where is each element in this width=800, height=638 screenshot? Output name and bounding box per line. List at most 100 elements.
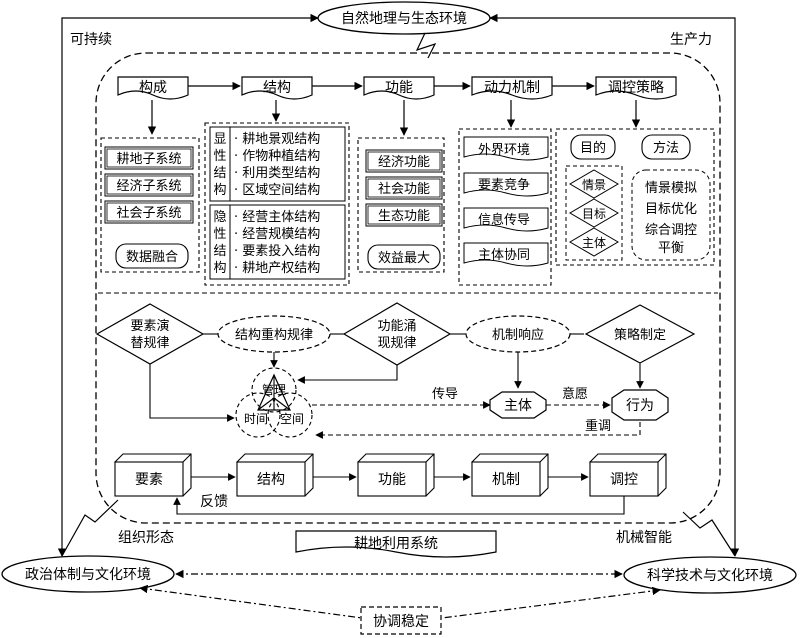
svg-text:生态功能: 生态功能	[378, 209, 430, 224]
svg-text:目标: 目标	[582, 207, 606, 221]
header-dynamics: 动力机制	[471, 76, 553, 100]
flow-box: 结构	[236, 453, 314, 497]
system-title: 耕地利用系统	[354, 535, 438, 552]
svg-text:构成: 构成	[139, 80, 167, 96]
svg-text:结构重构规律: 结构重构规律	[235, 327, 313, 343]
svg-text:性: 性	[213, 149, 226, 164]
dynamics-item: 要素竞争	[463, 172, 549, 197]
venn-time: 时间	[244, 412, 268, 426]
flow-row: 要素 结构功能 机制 调控	[114, 453, 667, 515]
svg-text:· 利用类型结构: · 利用类型结构	[234, 166, 320, 181]
system-title-banner: 耕地利用系统	[295, 530, 497, 558]
political-environment: 政治体制与文化环境	[1, 555, 175, 593]
dynamics-panel: 外界环境 要素竞争 信息传导 主体协同	[458, 128, 552, 286]
flow-box: 功能	[357, 453, 435, 497]
function-item: 生态功能	[365, 203, 443, 227]
svg-text:· 要素投入结构: · 要素投入结构	[234, 243, 320, 259]
venn-diagram	[235, 367, 313, 438]
implicit-structure-label: 隐 性 结 构	[213, 210, 226, 276]
natural-environment: 自然地理与生态环境	[317, 1, 491, 35]
header-structure: 结构	[241, 76, 313, 100]
function-panel: 经济功能 社会功能 生态功能 效益最大	[357, 137, 445, 273]
function-item: 社会功能	[365, 176, 443, 200]
svg-text:现规律: 现规律	[377, 336, 416, 351]
actor-subject: 主体	[489, 391, 547, 419]
svg-text:调控策略: 调控策略	[608, 79, 664, 96]
svg-text:构: 构	[213, 261, 226, 276]
header-arrows	[147, 81, 641, 136]
flow-box-label: 要素	[135, 472, 163, 488]
svg-text:数据融合: 数据融合	[126, 250, 178, 265]
svg-text:· 经营主体结构: · 经营主体结构	[234, 210, 320, 225]
header-regulation: 调控策略	[595, 76, 677, 100]
actor-behavior: 行为	[611, 389, 669, 421]
land-use-system-boundary	[95, 52, 721, 524]
svg-text:行为: 行为	[626, 398, 654, 414]
regulation-panel: 目的 方法 情景 目标 主体 情景模拟 目标优化 综合调控 平衡	[555, 128, 715, 266]
coordination-label: 协调稳定	[373, 614, 429, 630]
svg-text:情景模拟: 情景模拟	[645, 181, 697, 196]
composition-item: 耕地子系统	[104, 146, 194, 170]
flow-box: 要素	[114, 453, 192, 497]
composition-item: 社会子系统	[104, 200, 194, 224]
svg-text:构: 构	[213, 183, 226, 198]
composition-panel: 耕地子系统 经济子系统 社会子系统 数据融合	[100, 137, 200, 273]
dynamics-item: 外界环境	[463, 136, 549, 161]
science-environment-label: 科学技术与文化环境	[647, 568, 773, 584]
svg-text:· 耕地产权结构: · 耕地产权结构	[234, 260, 320, 276]
feedback-label: 反馈	[200, 494, 228, 510]
svg-text:· 耕地景观结构: · 耕地景观结构	[234, 131, 320, 147]
willingness-label: 意愿	[562, 386, 588, 402]
label-productivity: 生产力	[670, 32, 712, 48]
flow-box: 调控	[589, 453, 667, 497]
composition-item: 经济子系统	[104, 173, 194, 197]
svg-text:显: 显	[213, 132, 226, 147]
svg-text:主体协同: 主体协同	[478, 248, 530, 263]
dynamics-item: 信息传导	[463, 207, 549, 232]
svg-text:结: 结	[213, 244, 226, 259]
purpose-scenario: 情景	[569, 169, 619, 199]
feedback-arrow	[173, 496, 625, 515]
function-bottom: 效益最大	[367, 244, 441, 270]
svg-text:要素演: 要素演	[130, 318, 169, 334]
venn-management: 管理	[262, 382, 286, 397]
svg-text:· 作物种植结构: · 作物种植结构	[234, 149, 320, 164]
svg-text:· 区域空间结构: · 区域空间结构	[234, 183, 320, 198]
flow-box-label: 机制	[492, 472, 520, 488]
function-item: 经济功能	[365, 149, 443, 173]
svg-text:结构: 结构	[263, 80, 291, 96]
purpose-target: 目标	[569, 198, 619, 228]
svg-text:结: 结	[213, 166, 226, 181]
svg-text:主体: 主体	[504, 398, 532, 414]
law-structure-restructure: 结构重构规律	[217, 315, 331, 353]
method-list: 情景模拟 目标优化 综合调控 平衡	[631, 169, 711, 261]
political-environment-label: 政治体制与文化环境	[25, 567, 151, 583]
svg-text:外界环境: 外界环境	[478, 143, 530, 158]
conduction-label: 传导	[432, 387, 458, 402]
svg-text:综合调控: 综合调控	[645, 223, 697, 238]
svg-text:动力机制: 动力机制	[484, 80, 540, 96]
svg-text:隐: 隐	[213, 210, 226, 225]
law-mechanism-response: 机制响应	[465, 315, 571, 353]
svg-text:情景: 情景	[582, 178, 606, 192]
label-sustainable: 可持续	[70, 31, 112, 48]
svg-text:目的: 目的	[580, 140, 606, 156]
svg-text:社会子系统: 社会子系统	[116, 205, 181, 221]
law-strategy-making: 策略制定	[584, 304, 696, 364]
svg-text:策略制定: 策略制定	[614, 327, 666, 343]
outer-connectors	[57, 13, 740, 619]
structure-panel: 显 性 结 构 · 耕地景观结构 · 作物种植结构 · 利用类型结构 · 区域空…	[204, 122, 350, 286]
regulation-purpose: 目的	[570, 134, 616, 160]
composition-bottom: 数据融合	[115, 243, 189, 269]
purpose-subject: 主体	[569, 227, 619, 257]
explicit-structure-items: · 耕地景观结构 · 作物种植结构 · 利用类型结构 · 区域空间结构	[234, 131, 320, 198]
svg-text:性: 性	[213, 227, 226, 242]
svg-text:· 经营规模结构: · 经营规模结构	[234, 227, 320, 242]
flow-box-label: 调控	[610, 472, 638, 488]
svg-text:经济功能: 经济功能	[378, 155, 430, 170]
svg-text:方法: 方法	[653, 140, 679, 156]
natural-environment-label: 自然地理与生态环境	[341, 10, 467, 27]
middle-connectors	[149, 352, 644, 439]
svg-text:经济子系统: 经济子系统	[116, 179, 181, 194]
